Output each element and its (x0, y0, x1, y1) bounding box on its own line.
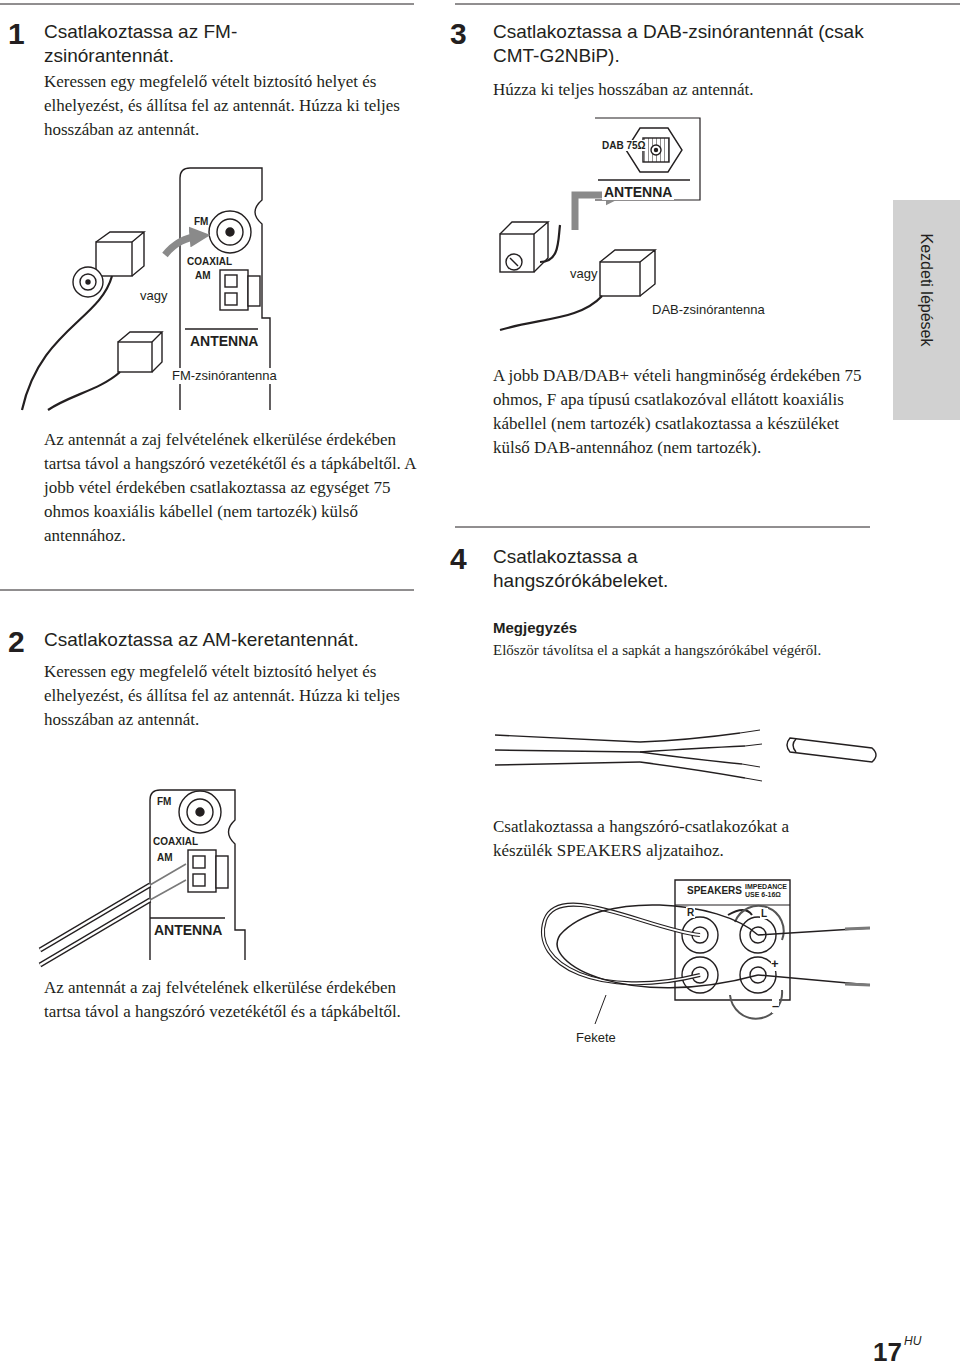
jack-label: FM (156, 796, 172, 807)
panel-label: SPEAKERS (686, 885, 743, 896)
step-text: Csatlakoztassa a hangszóró-csatlakozókat… (493, 815, 823, 863)
step-heading: Csatlakoztassa a hangszórókábeleket. (493, 545, 733, 593)
step-text: Keressen egy megfelelő vételt biztosító … (44, 660, 416, 732)
jack-label: COAXIAL (152, 836, 199, 847)
jack-label: FM (193, 216, 209, 227)
note-text: Először távolítsa el a sapkát a hangszór… (493, 640, 828, 661)
terminal-label: AM (194, 270, 212, 281)
section-title: Kezdeti lépések (918, 234, 936, 347)
jack-label: DAB 75Ω (601, 140, 647, 151)
language-code: HU (904, 1334, 921, 1348)
note-heading: Megjegyzés (493, 618, 577, 638)
part-name: FM-zsinórantenna (170, 368, 279, 384)
jack-label: COAXIAL (186, 256, 233, 267)
step-heading: Csatlakoztassa a DAB-zsinórantennát (csa… (493, 20, 878, 68)
page-number: 17 (873, 1338, 902, 1366)
note-text: Az antennát a zaj felvételének elkerülés… (44, 976, 416, 1024)
wire-label: Fekete (574, 1030, 618, 1046)
step-heading: Csatlakoztassa az AM-keretantennát. (44, 628, 416, 652)
step-number: 3 (450, 18, 467, 50)
step-heading: Csatlakoztassa az FM-zsinórantennát. (44, 20, 294, 68)
step-number: 1 (8, 18, 25, 50)
note-text: Az antennát a zaj felvételének elkerülés… (44, 428, 416, 548)
step-number: 4 (450, 543, 467, 575)
note-text: A jobb DAB/DAB+ vételi hangminőség érdek… (493, 364, 871, 460)
or-label: vagy (568, 266, 599, 282)
or-label: vagy (138, 288, 169, 304)
step-text: Keressen egy megfelelő vételt biztosító … (44, 70, 416, 142)
step-number: 2 (8, 626, 25, 658)
polarity-sign: + (771, 957, 779, 971)
panel-label: ANTENNA (602, 184, 674, 200)
channel-label: L (760, 908, 768, 919)
channel-label: R (686, 907, 695, 918)
part-name: DAB-zsinórantenna (650, 302, 767, 318)
polarity-sign: – (772, 999, 779, 1013)
section-tab: Kezdeti lépések (893, 200, 960, 420)
panel-label: IMPEDANCE USE 6-16Ω (744, 883, 788, 899)
panel-label: ANTENNA (152, 922, 224, 938)
panel-label: ANTENNA (188, 333, 260, 349)
step-text: Húzza ki teljes hosszában az antennát. (493, 78, 865, 102)
terminal-label: AM (156, 852, 174, 863)
